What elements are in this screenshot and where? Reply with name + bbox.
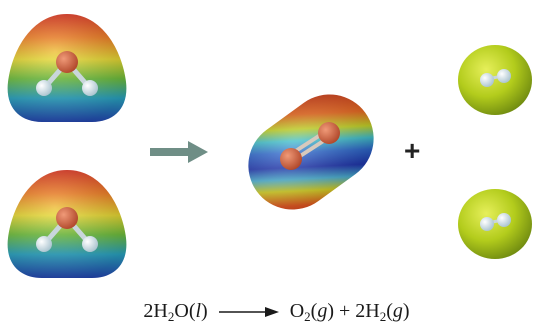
hydrogen-atom	[497, 69, 511, 83]
hydrogen-atom	[36, 236, 52, 252]
hydrogen-atom	[480, 73, 494, 87]
h2-electron-surface	[458, 45, 532, 115]
equation-oxygen: O	[289, 300, 305, 322]
hydrogen-atom	[480, 217, 494, 231]
equation-subscript: 2	[304, 309, 311, 324]
chemical-equation: 2H2O(l) O2(g) + 2H2(g)	[0, 300, 553, 325]
equation-state-gas: g	[317, 300, 328, 322]
hydrogen-molecule-bottom	[458, 189, 532, 259]
oxygen-atom	[318, 122, 340, 144]
equation-water-coefficient: 2H	[143, 300, 168, 322]
equation-paren: (	[386, 300, 393, 322]
oxygen-atom	[56, 51, 78, 73]
equation-subscript: 2	[379, 309, 387, 324]
equation-state-liquid: l	[195, 300, 202, 322]
h2-electron-surface	[458, 189, 532, 259]
equation-water-oxygen: O(	[174, 300, 196, 322]
equation-subscript: 2	[167, 309, 175, 324]
hydrogen-atom	[82, 236, 98, 252]
equation-paren: )	[201, 300, 208, 322]
hydrogen-atom	[82, 80, 98, 96]
hydrogen-atom	[497, 213, 511, 227]
oxygen-atom	[56, 207, 78, 229]
water-molecule-bottom	[7, 170, 127, 278]
oxygen-molecule	[248, 94, 374, 210]
hydrogen-atom	[36, 80, 52, 96]
equation-paren: )	[402, 300, 410, 322]
oxygen-atom	[280, 148, 302, 170]
equation-paren: (	[310, 300, 318, 322]
plus-sign: +	[404, 135, 421, 166]
equation-arrow-icon	[218, 307, 279, 318]
water-molecule-top	[7, 14, 127, 122]
equation-state-gas: g	[392, 300, 403, 322]
reaction-arrow-icon	[150, 141, 208, 163]
hydrogen-molecule-top	[458, 45, 532, 115]
equation-hydrogen-coefficient: ) + 2H	[327, 300, 380, 322]
